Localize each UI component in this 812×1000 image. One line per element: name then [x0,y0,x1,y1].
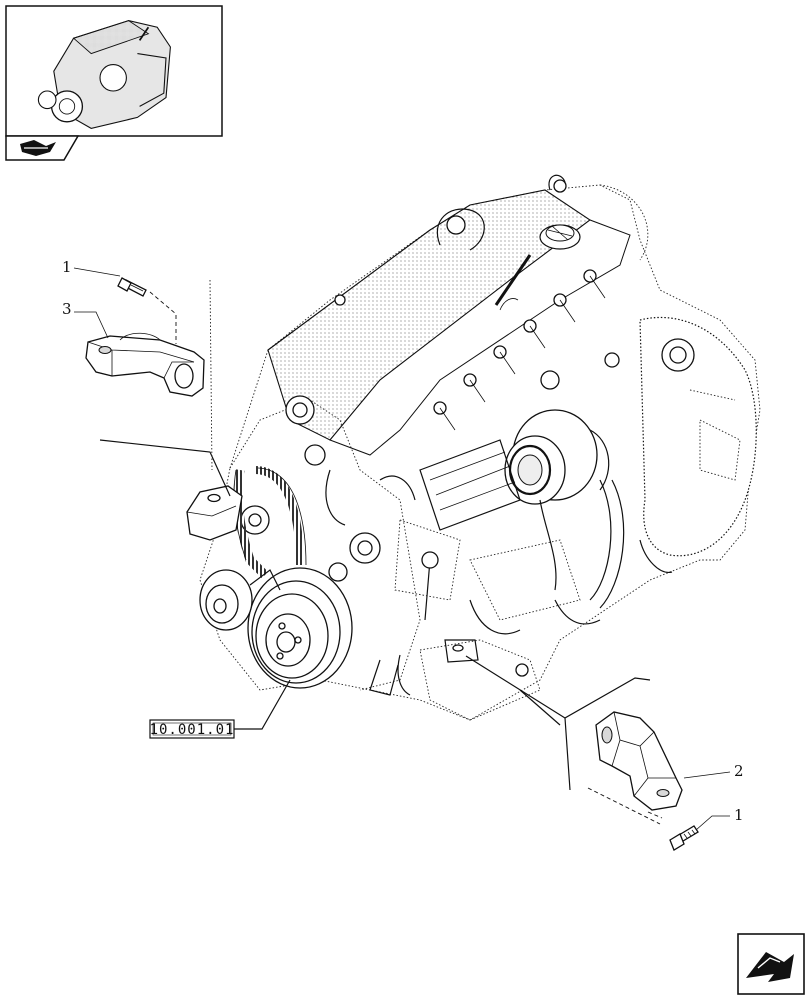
crankshaft-pulley [247,567,353,689]
svg-text:2: 2 [734,762,744,780]
svg-text:3: 3 [62,300,72,318]
engine-thumbnail-icon [5,5,223,137]
book-arrow-icon[interactable] [5,135,80,161]
callout-3: 3 [62,300,109,339]
callout-1-bottom: 1 [695,806,744,831]
idler-pulley [199,569,253,631]
engine-mount-bracket-3 [85,332,205,397]
next-page-arrow-icon[interactable] [737,933,805,995]
svg-text:1: 1 [62,258,72,276]
svg-text:1: 1 [734,806,744,824]
engine-illustration [186,174,761,721]
svg-text:10.001.01: 10.001.01 [150,722,235,738]
bolt-1-top [117,277,147,297]
engine-mount-bracket-2 [595,711,683,811]
reference-box-10-001-01[interactable]: 10.001.01 [149,679,291,739]
callout-2: 2 [683,762,744,780]
callout-1-top: 1 [62,258,121,277]
turbocharger [504,409,610,505]
bolt-1-bottom [669,825,699,851]
front-mount-installed [186,485,243,541]
